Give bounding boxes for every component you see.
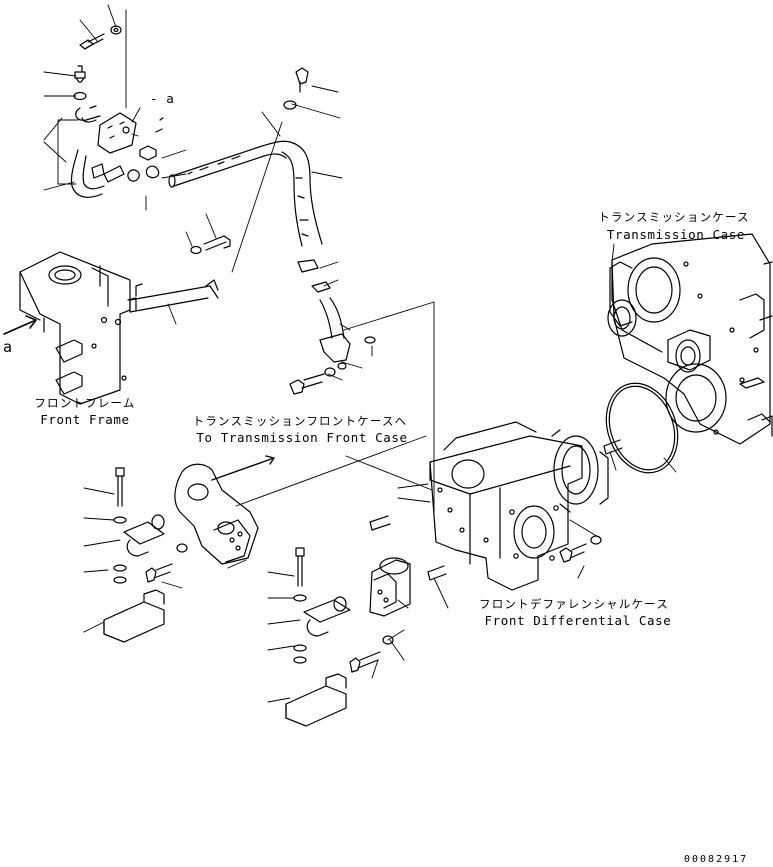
o-ring bbox=[605, 382, 679, 474]
transmission-case-label-en: Transmission Case bbox=[606, 227, 746, 242]
front-frame-label-jp: フロントフレーム bbox=[34, 396, 136, 410]
drawing-number: 00082917 bbox=[684, 854, 749, 865]
front-frame-label-en: Front Frame bbox=[40, 412, 130, 427]
center-mount-assembly bbox=[285, 547, 411, 727]
leader-lines-top-center bbox=[167, 85, 435, 513]
transmission-case-label-jp: トランスミッションケース bbox=[598, 210, 750, 224]
hose-assembly bbox=[129, 67, 376, 395]
front-frame bbox=[3, 251, 137, 405]
leader-lines-top-left bbox=[43, 4, 187, 211]
front-differential-case bbox=[369, 421, 623, 591]
front-differential-case-label-jp: フロントデファレンシャルケース bbox=[479, 597, 669, 611]
to-transmission-front-case-label-jp: トランスミッションフロントケースへ bbox=[192, 414, 408, 428]
leader-lines-diff-case bbox=[345, 451, 617, 609]
leader-lines-left-mount bbox=[83, 487, 247, 633]
left-mount-assembly bbox=[103, 435, 427, 643]
view-ref-a-label: a bbox=[3, 338, 13, 356]
leader-lines-center-mount bbox=[267, 571, 409, 703]
front-differential-case-label-en: Front Differential Case bbox=[484, 613, 672, 628]
transmission-case bbox=[607, 233, 773, 445]
to-transmission-front-case-label-en: To Transmission Front Case bbox=[196, 430, 408, 445]
upper-left-bracket-assembly bbox=[70, 25, 164, 198]
leader-lines-transmission-case bbox=[611, 243, 615, 263]
view-ref-a-arrow-label: - a bbox=[150, 91, 175, 106]
